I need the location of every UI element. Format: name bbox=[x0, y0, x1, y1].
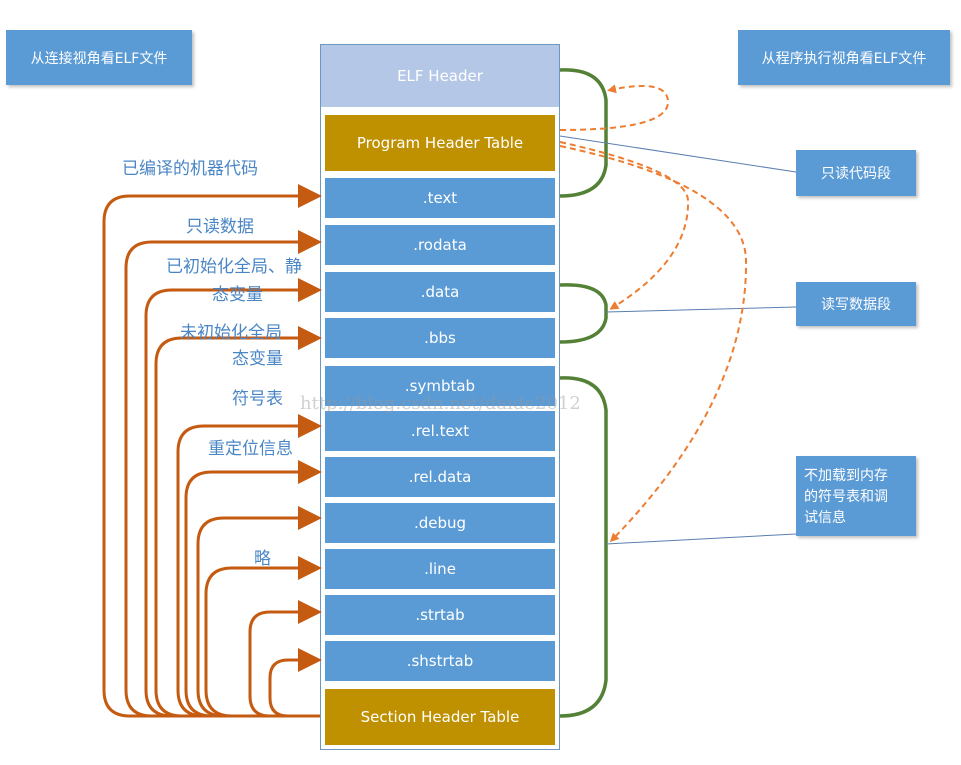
arrow-to-text bbox=[102, 184, 322, 718]
not-loaded-brace bbox=[559, 376, 608, 718]
not-loaded-line-2: 的符号表和调 bbox=[804, 489, 888, 505]
readwrite-data-segment-text: 读写数据段 bbox=[821, 297, 891, 313]
connector-not-loaded-note bbox=[605, 533, 797, 545]
dashed-arrow-to-elf-header bbox=[559, 84, 670, 131]
section-rel-data: .rel.data bbox=[325, 457, 555, 497]
label-uninit-globals-line-2: 态变量 bbox=[232, 349, 283, 369]
readonly-code-segment-text: 只读代码段 bbox=[821, 166, 891, 182]
not-loaded-note: 不加载到内存 的符号表和调 试信息 bbox=[796, 456, 916, 536]
dashed-arrow-to-not-loaded bbox=[559, 145, 748, 543]
connector-readonly-note bbox=[559, 135, 797, 173]
label-omitted: 略 bbox=[254, 549, 271, 569]
section-rodata: .rodata bbox=[325, 225, 555, 265]
arrow-to-rel-text bbox=[176, 414, 322, 718]
section-data: .data bbox=[325, 272, 555, 312]
connector-readwrite-note bbox=[605, 306, 797, 313]
program-header-table-block: Program Header Table bbox=[325, 115, 555, 171]
not-loaded-line-1: 不加载到内存 bbox=[804, 468, 888, 484]
arrow-to-debug bbox=[196, 506, 322, 718]
arrow-to-data bbox=[144, 278, 322, 718]
section-symtab: .symbtab bbox=[325, 366, 555, 406]
section-text: .text bbox=[325, 178, 555, 218]
section-header-pointer-arrows bbox=[102, 184, 322, 718]
section-bbs-label: .bbs bbox=[424, 329, 456, 347]
label-relocation-info: 重定位信息 bbox=[208, 439, 293, 459]
section-rel-data-label: .rel.data bbox=[408, 468, 472, 486]
section-bbs: .bbs bbox=[325, 318, 555, 358]
label-uninit-globals-line-1: 未初始化全局 bbox=[180, 323, 282, 343]
label-readonly-data: 只读数据 bbox=[186, 217, 254, 237]
section-line: .line bbox=[325, 549, 555, 589]
section-strtab-label: .strtab bbox=[415, 606, 465, 624]
section-rel-text: .rel.text bbox=[325, 411, 555, 451]
section-rel-text-label: .rel.text bbox=[410, 422, 470, 440]
arrow-to-shstrtab bbox=[268, 648, 322, 718]
note-connectors bbox=[559, 135, 797, 545]
arrow-to-line bbox=[204, 556, 322, 718]
label-init-globals-line-2: 态变量 bbox=[212, 285, 263, 305]
linking-view-label: 从连接视角看ELF文件 bbox=[6, 30, 192, 85]
section-symtab-label: .symbtab bbox=[404, 377, 476, 395]
arrow-to-rel-data bbox=[184, 460, 322, 718]
section-rodata-label: .rodata bbox=[413, 236, 467, 254]
section-header-table-block: Section Header Table bbox=[325, 689, 555, 745]
arrow-to-bbs bbox=[154, 326, 322, 718]
section-header-table-text: Section Header Table bbox=[360, 708, 520, 726]
section-debug: .debug bbox=[325, 503, 555, 543]
label-init-globals-line-1: 已初始化全局、静 bbox=[166, 257, 302, 277]
section-line-label: .line bbox=[424, 560, 456, 578]
elf-header-text: ELF Header bbox=[397, 67, 483, 85]
section-shstrtab: .shstrtab bbox=[325, 641, 555, 681]
watermark: http://blog.csdn.net/daide2012 bbox=[300, 393, 581, 414]
dashed-arrow-to-data-segment bbox=[559, 141, 690, 310]
elf-header-block: ELF Header bbox=[321, 45, 559, 107]
section-text-label: .text bbox=[422, 189, 458, 207]
program-header-table-text: Program Header Table bbox=[356, 134, 524, 152]
arrow-to-strtab bbox=[248, 600, 322, 718]
readonly-code-segment-note: 只读代码段 bbox=[796, 150, 916, 196]
section-strtab: .strtab bbox=[325, 595, 555, 635]
section-shstrtab-label: .shstrtab bbox=[406, 652, 474, 670]
not-loaded-line-3: 试信息 bbox=[804, 510, 846, 526]
elf-section-stack: ELF Header Program Header Table .text .r… bbox=[320, 44, 560, 750]
arrow-to-rodata bbox=[124, 230, 322, 718]
section-debug-label: .debug bbox=[413, 514, 467, 532]
execution-view-text: 从程序执行视角看ELF文件 bbox=[761, 50, 927, 67]
data-segment-brace bbox=[559, 283, 608, 344]
section-data-label: .data bbox=[420, 283, 460, 301]
program-header-dashed-arrows bbox=[559, 84, 748, 543]
code-segment-brace bbox=[559, 68, 608, 198]
label-symbol-table: 符号表 bbox=[232, 389, 283, 409]
execution-view-label: 从程序执行视角看ELF文件 bbox=[738, 30, 950, 85]
linking-view-text: 从连接视角看ELF文件 bbox=[30, 50, 168, 67]
label-compiled-code: 已编译的机器代码 bbox=[122, 159, 258, 179]
readwrite-data-segment-note: 读写数据段 bbox=[796, 282, 916, 326]
